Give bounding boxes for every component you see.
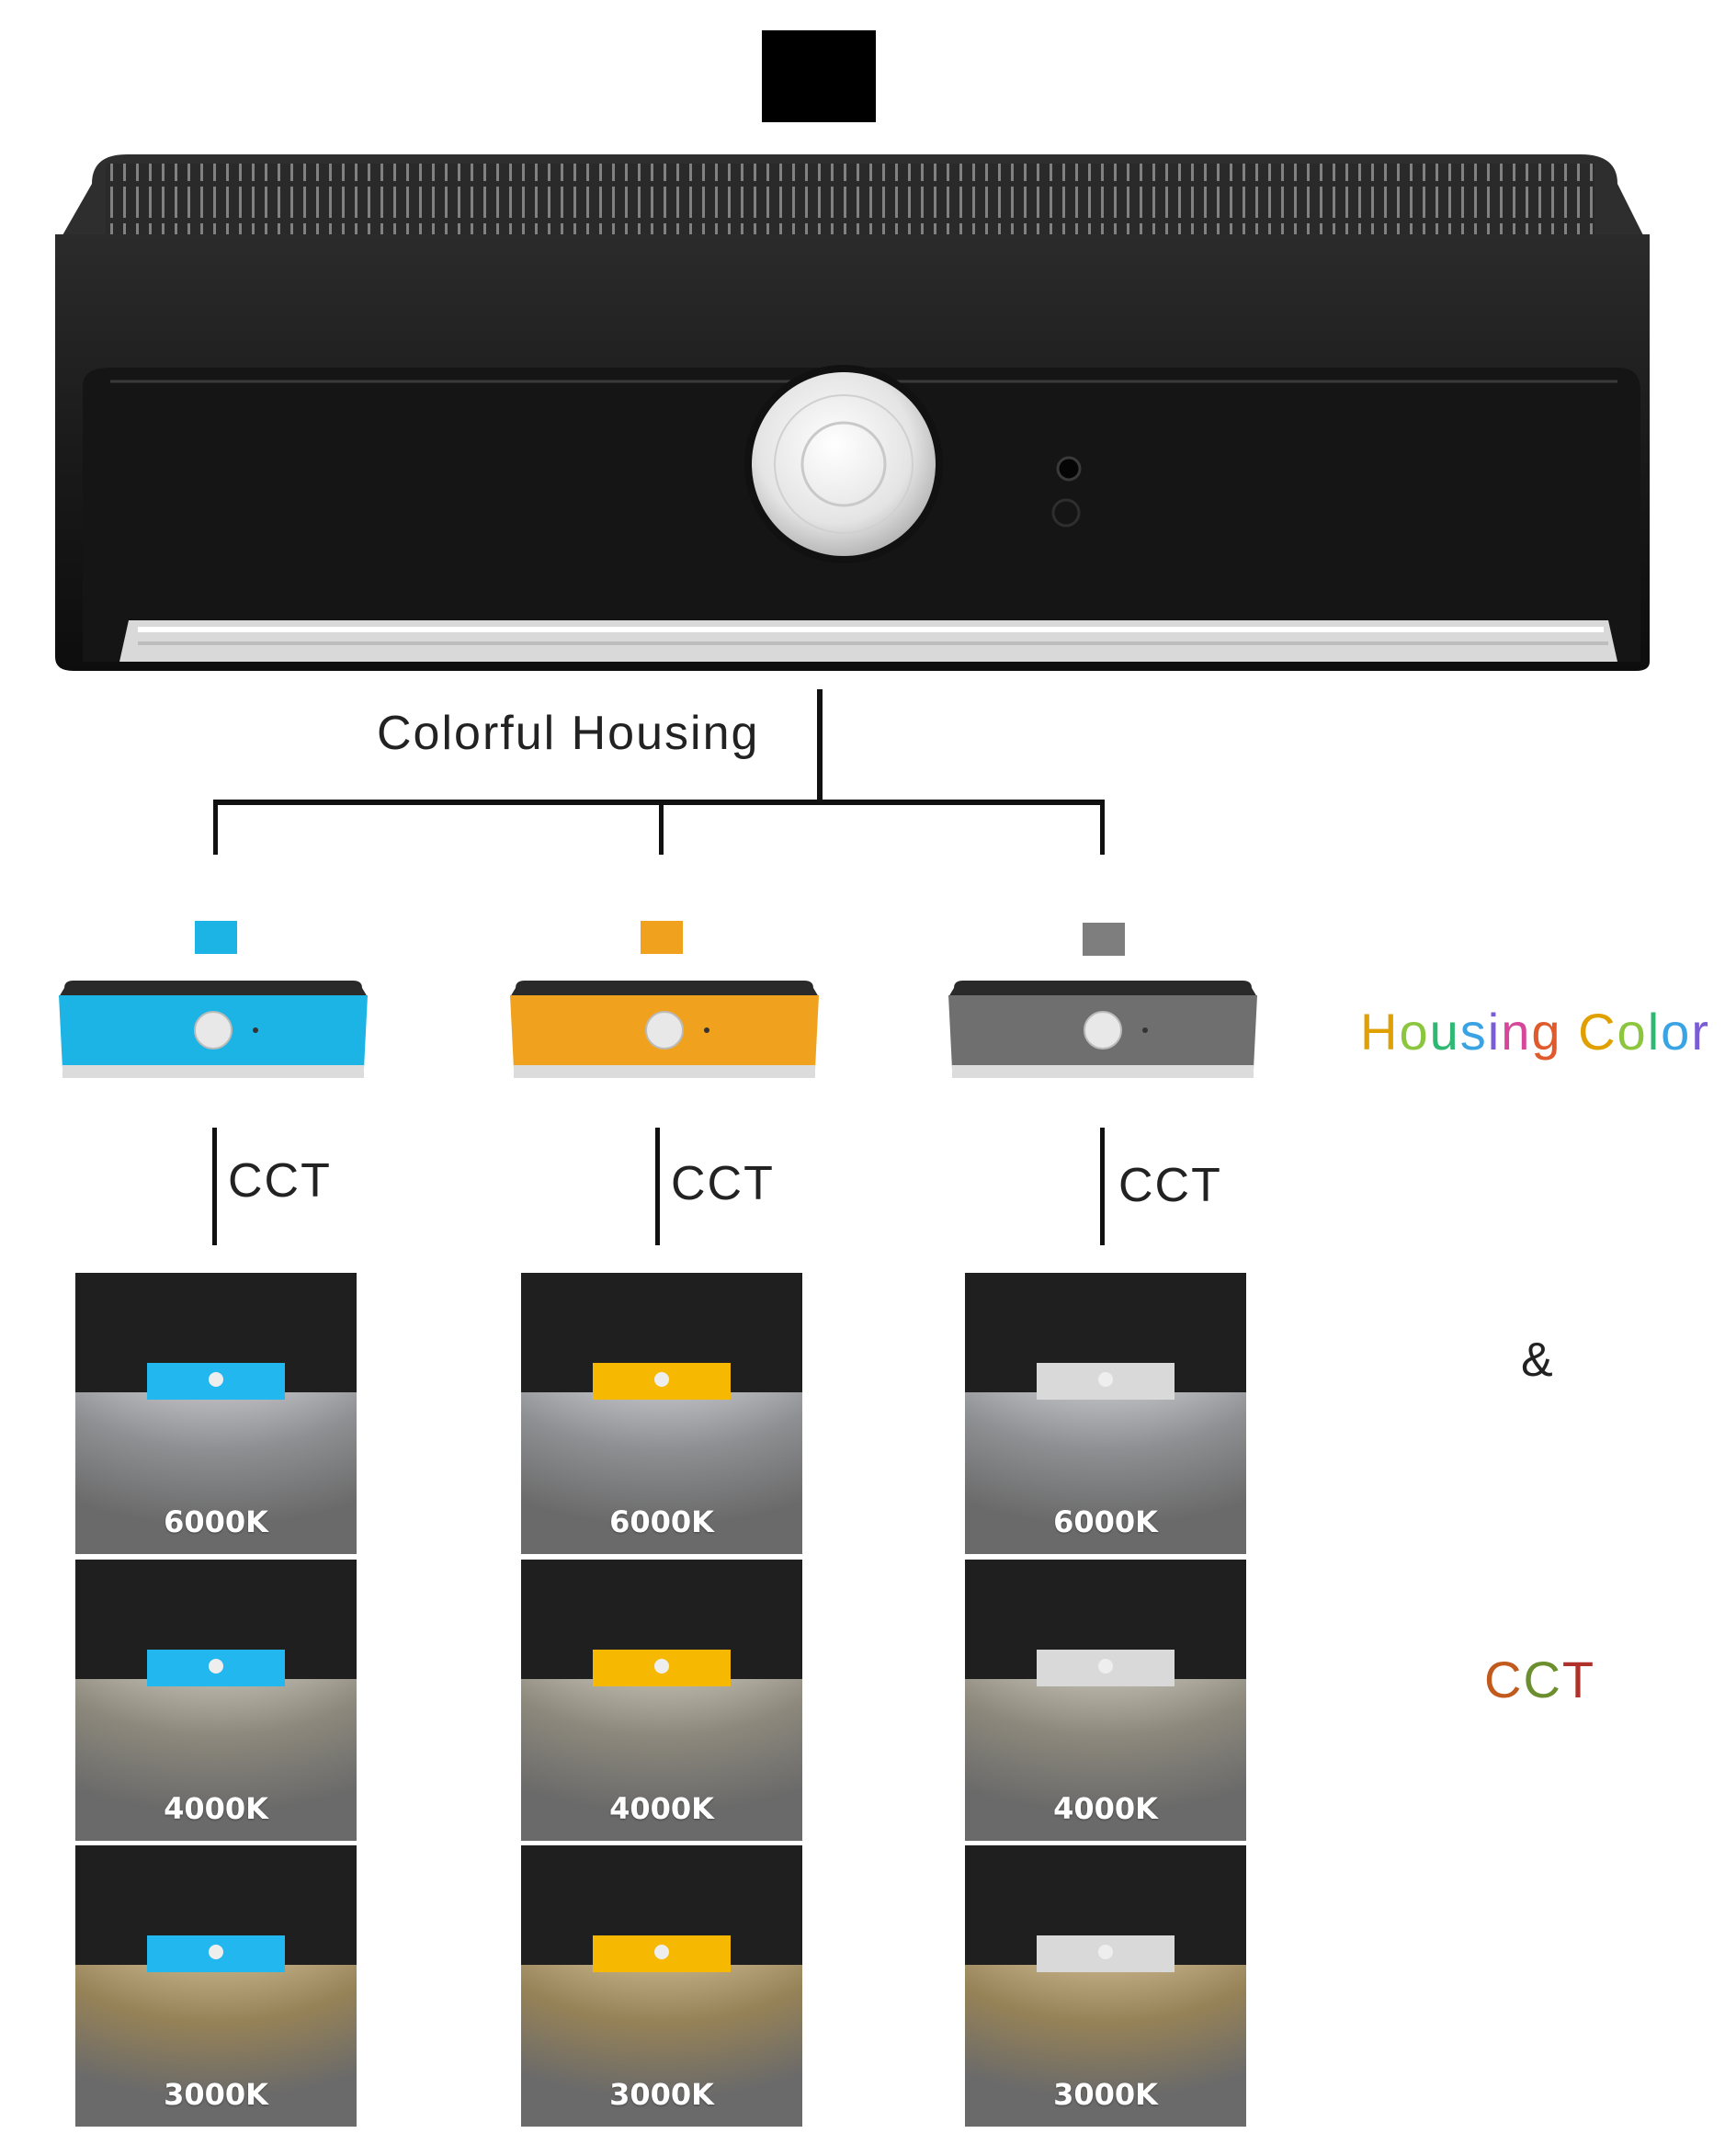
tile-lamp bbox=[147, 1650, 285, 1686]
cct-label-3: CCT bbox=[1118, 1159, 1222, 1212]
lamp-gray bbox=[948, 981, 1257, 1078]
tile-temp-label: 3000K bbox=[609, 2077, 714, 2112]
tile-lamp bbox=[1037, 1363, 1175, 1400]
tile-lamp bbox=[593, 1650, 731, 1686]
cct-tile: 4000K bbox=[521, 1560, 802, 1841]
tile-lamp bbox=[1037, 1650, 1175, 1686]
cct-line-2 bbox=[655, 1128, 660, 1245]
tile-temp-label: 6000K bbox=[1053, 1504, 1158, 1539]
housing-swatch-blue bbox=[195, 921, 237, 954]
housing-swatch-gray bbox=[1083, 923, 1125, 956]
tile-lamp bbox=[593, 1935, 731, 1972]
tree-drop-line-3 bbox=[1100, 800, 1105, 855]
cct-tile: 3000K bbox=[965, 1845, 1246, 2127]
cct-tile: 4000K bbox=[965, 1560, 1246, 1841]
tile-temp-label: 4000K bbox=[609, 1791, 714, 1826]
cct-label-1: CCT bbox=[228, 1154, 332, 1208]
tile-temp-label: 3000K bbox=[1053, 2077, 1158, 2112]
cct-line-3 bbox=[1100, 1128, 1105, 1245]
cct-tile: 3000K bbox=[75, 1845, 357, 2127]
housing-color-legend: Housing Color bbox=[1360, 1003, 1710, 1061]
tree-drop-line-1 bbox=[213, 800, 218, 855]
tree-trunk-line bbox=[817, 689, 823, 804]
lamp-blue bbox=[59, 981, 368, 1078]
tile-temp-label: 4000K bbox=[164, 1791, 268, 1826]
tile-temp-label: 3000K bbox=[164, 2077, 268, 2112]
cct-tile: 4000K bbox=[75, 1560, 357, 1841]
tile-temp-label: 4000K bbox=[1053, 1791, 1158, 1826]
tree-drop-line-2 bbox=[659, 800, 664, 855]
cct-label-2: CCT bbox=[671, 1157, 775, 1210]
tile-lamp bbox=[1037, 1935, 1175, 1972]
cct-tile: 6000K bbox=[75, 1273, 357, 1554]
tile-temp-label: 6000K bbox=[164, 1504, 268, 1539]
lamp-orange bbox=[510, 981, 819, 1078]
tree-label: Colorful Housing bbox=[377, 707, 760, 760]
hero-solar-wall-lamp bbox=[55, 154, 1650, 671]
cct-legend: CCT bbox=[1484, 1651, 1596, 1708]
cct-tile: 6000K bbox=[965, 1273, 1246, 1554]
cct-line-1 bbox=[212, 1128, 217, 1245]
hero-color-swatch bbox=[762, 30, 876, 122]
housing-swatch-orange bbox=[641, 921, 683, 954]
tile-lamp bbox=[147, 1363, 285, 1400]
cct-tile: 6000K bbox=[521, 1273, 802, 1554]
tile-lamp bbox=[147, 1935, 285, 1972]
ampersand: & bbox=[1521, 1333, 1553, 1387]
tile-temp-label: 6000K bbox=[609, 1504, 714, 1539]
tile-lamp bbox=[593, 1363, 731, 1400]
cct-tile: 3000K bbox=[521, 1845, 802, 2127]
